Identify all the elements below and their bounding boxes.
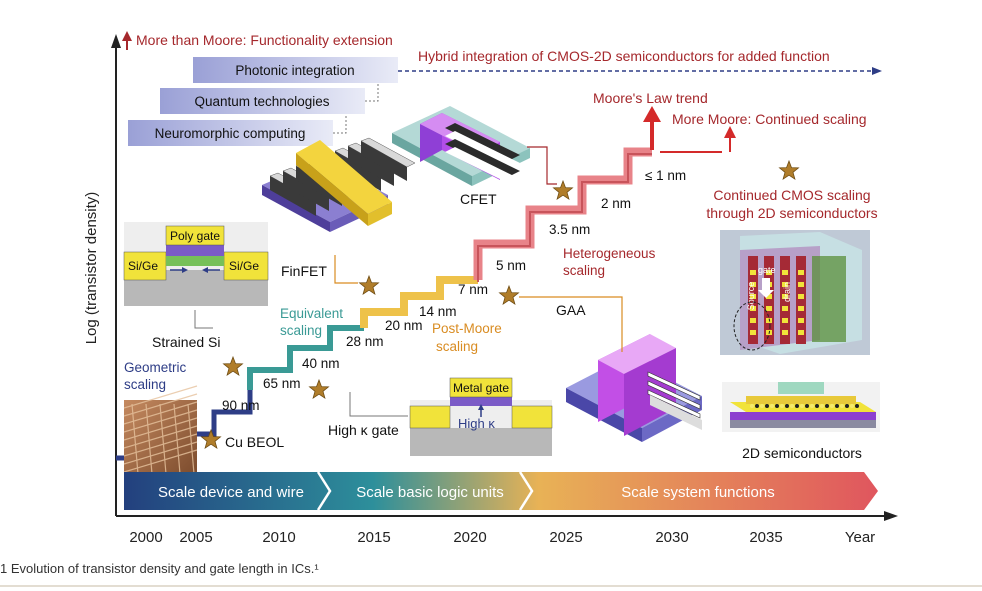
post-moore-label-1: Post-Moore	[432, 321, 502, 336]
more-moore-arrow-head	[724, 126, 736, 138]
drain-label: drain	[782, 282, 792, 302]
node-5nm: 5 nm	[496, 258, 526, 273]
caption-rule	[0, 585, 982, 587]
node-1nm: ≤ 1 nm	[645, 168, 686, 183]
node-3-5nm: 3.5 nm	[549, 222, 590, 237]
moores-law-label: Moore's Law trend	[593, 90, 708, 106]
x-tick-2005: 2005	[179, 529, 212, 546]
node-20nm: 20 nm	[385, 318, 423, 333]
more-than-moore-heading: More than Moore: Functionality extension	[136, 32, 393, 48]
x-tick-labels: 2000 2005 2010 2015 2020 2025 2030 2035	[129, 529, 782, 546]
moore-trend-arrow-head	[643, 106, 661, 122]
x-tick-2030: 2030	[655, 529, 688, 546]
high-k-inset: Metal gate High κ	[410, 378, 552, 456]
node-7nm: 7 nm	[458, 282, 488, 297]
x-axis-arrow	[884, 511, 898, 521]
continued-cmos-label-2: through 2D semiconductors	[706, 205, 877, 221]
hybrid-arrow-head	[872, 67, 882, 75]
node-65nm: 65 nm	[263, 376, 301, 391]
node-90nm: 90 nm	[222, 398, 260, 413]
equivalent-label-1: Equivalent	[280, 306, 343, 321]
y-axis-label: Log (transistor density)	[83, 192, 100, 345]
heterogeneous-label-1: Heterogeneous	[563, 246, 656, 261]
star-icon	[780, 161, 799, 179]
star-icon	[500, 286, 519, 304]
heterogeneous-label-2: scaling	[563, 263, 605, 278]
x-axis-end-label: Year	[845, 529, 875, 546]
more-moore-label: More Moore: Continued scaling	[672, 111, 867, 127]
continued-cmos-label-1: Continued CMOS scaling	[713, 187, 870, 203]
node-2nm: 2 nm	[601, 196, 631, 211]
finfet-inset	[262, 138, 415, 232]
star-icon	[360, 276, 379, 294]
neuromorphic-label: Neuromorphic computing	[155, 126, 306, 141]
star-icon	[224, 357, 243, 375]
semis-2d-label: 2D semiconductors	[742, 445, 862, 461]
star-icon	[310, 380, 329, 398]
high-k-inset-label: High κ	[458, 416, 495, 431]
timeline-banner: Scale device and wire Scale basic logic …	[124, 472, 878, 510]
source-label: Source	[746, 282, 756, 311]
semiconductor-3d-block: Source gate drain	[720, 230, 870, 355]
semiconductor-2d-device	[722, 382, 880, 432]
strained-si-inset: Poly gate Si/Ge Si/Ge	[124, 222, 268, 306]
timeline-stage-2: Scale basic logic units	[356, 484, 504, 501]
x-tick-2010: 2010	[262, 529, 295, 546]
x-tick-2025: 2025	[549, 529, 582, 546]
metal-gate-label: Metal gate	[453, 381, 509, 395]
poly-gate-label: Poly gate	[170, 229, 220, 243]
x-tick-2020: 2020	[453, 529, 486, 546]
geometric-label-2: scaling	[124, 377, 166, 392]
functional-boxes: Photonic integration Quantum technologie…	[128, 57, 398, 146]
strained-si-label: Strained Si	[152, 334, 220, 350]
quantum-label: Quantum technologies	[194, 94, 329, 109]
gaa-label: GAA	[556, 302, 586, 318]
geometric-label-1: Geometric	[124, 360, 187, 375]
timeline-stage-1: Scale device and wire	[158, 484, 304, 501]
node-14nm: 14 nm	[419, 304, 457, 319]
high-k-gate-label: High κ gate	[328, 422, 399, 438]
gate-inset-label: gate	[758, 265, 776, 275]
x-tick-2000: 2000	[129, 529, 162, 546]
finfet-label: FinFET	[281, 263, 327, 279]
gaa-inset	[566, 334, 702, 442]
node-40nm: 40 nm	[302, 356, 340, 371]
equivalent-label-2: scaling	[280, 323, 322, 338]
hybrid-heading: Hybrid integration of CMOS-2D semiconduc…	[418, 48, 830, 64]
y-axis-arrow	[111, 34, 121, 48]
cu-beol-label: Cu BEOL	[225, 434, 284, 450]
timeline-stage-3: Scale system functions	[621, 484, 774, 501]
x-tick-2015: 2015	[357, 529, 390, 546]
node-28nm: 28 nm	[346, 334, 384, 349]
figure-caption: 1 Evolution of transistor density and ga…	[0, 561, 319, 576]
sige-right-label: Si/Ge	[229, 259, 259, 273]
photonic-label: Photonic integration	[235, 63, 354, 78]
cfet-label: CFET	[460, 191, 497, 207]
cu-beol-image	[124, 386, 197, 478]
sige-left-label: Si/Ge	[128, 259, 158, 273]
x-tick-2035: 2035	[749, 529, 782, 546]
